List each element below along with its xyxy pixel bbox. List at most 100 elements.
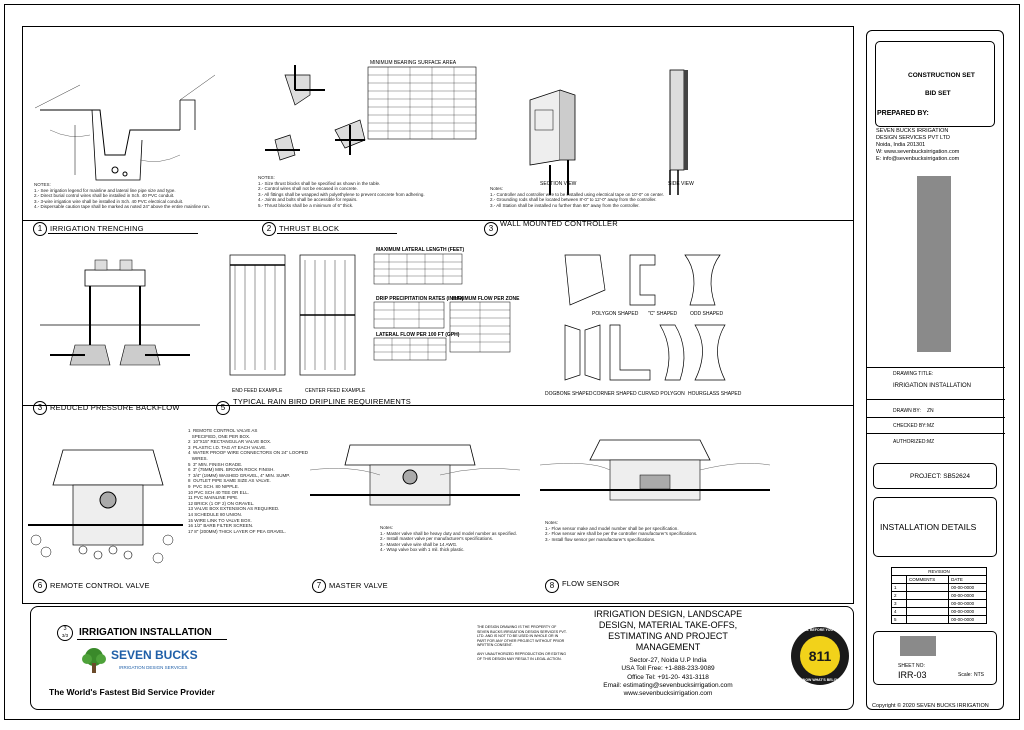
master-valve-drawing [309, 444, 521, 506]
drawing-title-label: DRAWING TITLE: [893, 371, 934, 377]
tb-divider [867, 417, 1005, 418]
service-line: IRRIGATION DESIGN, LANDSCAPE [593, 609, 743, 619]
checked-by-label: CHECKED BY: [893, 423, 927, 429]
company-web: W: www.sevenbucksirrigation.com [876, 149, 960, 155]
rev-date: 00-00-0000 [948, 607, 987, 616]
sheet-title: INSTALLATION DETAILS [880, 522, 977, 532]
company-email: E: info@sevenbucksirrigation.com [876, 156, 960, 162]
lateral-flow-table [373, 337, 447, 361]
title-underline [48, 233, 198, 234]
rev-num: 5 [891, 615, 907, 624]
detail-number-circle: 5 [216, 401, 230, 415]
sheet-no: IRR-03 [898, 670, 927, 680]
title-underline [277, 233, 397, 234]
detail-title: REMOTE CONTROL VALVE [50, 581, 150, 590]
authorized: MZ [927, 439, 935, 445]
trenching-notes: NOTES: 1.- See irrigation legend for mai… [34, 182, 210, 210]
services-block: IRRIGATION DESIGN, LANDSCAPE DESIGN, MAT… [579, 609, 757, 698]
company-name2: DESIGN SERVICES PVT LTD [876, 135, 950, 141]
sheet-no-label: SHEET NO: [898, 663, 925, 669]
lateral-table-title: MAXIMUM LATERAL LENGTH (FEET) [376, 247, 465, 253]
sheet-logo-placeholder [900, 636, 936, 656]
flow-sensor-notes: Notes: 1.- Flow sensor make and model nu… [545, 520, 698, 542]
badge-bottom-text: KNOW WHAT'S BELOW [800, 678, 840, 682]
disclaimer-block: THE DESIGN DRAWING IS THE PROPERTY OF SE… [477, 625, 567, 705]
detail-number-circle: 2 [262, 222, 276, 236]
construction-set-box: CONSTRUCTION SET BID SET [875, 41, 995, 127]
sheet-title-box: INSTALLATION DETAILS [873, 497, 997, 557]
rev-num: 2 [891, 591, 907, 600]
row-divider [22, 405, 854, 406]
website-link[interactable]: www.sevenbucksirrigation.com [623, 690, 713, 698]
detail-number-circle: 1 [33, 222, 47, 236]
thrust-block-drawing [265, 65, 366, 161]
thrust-table-title: MINIMUM BEARING SURFACE AREA [370, 60, 457, 66]
detail-title: FLOW SENSOR [562, 579, 620, 588]
rev-num: 4 [891, 607, 907, 616]
lateral-table [373, 253, 463, 285]
project-box: PROJECT: SB52624 [873, 463, 997, 489]
company-city: Noida, India 201301 [876, 142, 926, 148]
sheet-index-circle: 3 3/3 [57, 625, 73, 641]
revision-label: REVISION [891, 567, 987, 576]
detail-number-circle: 3 [484, 222, 498, 236]
precip-table [373, 301, 445, 329]
rev-date: 00-00-0000 [948, 615, 987, 624]
dogbone-label: DOGBONE SHAPED [545, 391, 593, 397]
thrust-table [367, 66, 477, 140]
detail-title: REDUCED PRESSURE BACKFLOW [50, 403, 180, 412]
dripline-shapes [564, 254, 726, 381]
center-feed-label: CENTER FEED EXAMPLE [305, 388, 366, 394]
polygon-label: POLYGON SHAPED [592, 311, 639, 317]
section-view-label: SECTION VIEW [540, 181, 577, 187]
precip-table-title: DRIP PRECIPITATION RATES (IN/HR) [376, 296, 464, 302]
tb-divider [867, 367, 1005, 368]
tree-logo-icon [82, 648, 106, 673]
detail-number-circle: 7 [312, 579, 326, 593]
thrust-notes: NOTES: 1.- Size thrust blocks shall be s… [258, 175, 425, 208]
trenching-drawing [34, 74, 216, 181]
maxflow-table-title: MAXIMUM FLOW PER ZONE [452, 296, 520, 302]
footer-banner: 3 3/3 IRRIGATION INSTALLATION SEVEN BUCK… [30, 606, 854, 710]
email-link[interactable]: Email: estimating@sevenbucksirrigation.c… [603, 681, 733, 689]
project-number: PROJECT: SB52624 [910, 473, 970, 480]
set-title: CONSTRUCTION SET [908, 72, 975, 79]
brand-subtitle: IRRIGATION DESIGN SERVICES [119, 665, 188, 670]
usa-phone: USA Toll Free: +1-888-233-9089 [621, 665, 715, 673]
service-line: ESTIMATING AND PROJECT [608, 631, 728, 641]
detail-title: MASTER VALVE [329, 581, 388, 590]
tb-divider [867, 399, 1005, 400]
side-view-label: SIDE VIEW [668, 181, 694, 187]
sheet-total: 3/3 [61, 633, 69, 638]
bid-set: BID SET [925, 90, 951, 97]
brand-name: SEVEN BUCKS [111, 648, 198, 662]
badge-inner: 811 [800, 636, 840, 676]
detail-title: IRRIGATION TRENCHING [50, 224, 144, 233]
maxflow-table [449, 301, 511, 353]
scale: NTS [974, 672, 984, 678]
company-name: SEVEN BUCKS IRRIGATION [876, 128, 949, 134]
rev-date: 00-00-0000 [948, 599, 987, 608]
rev-num: 3 [891, 599, 907, 608]
service-line: DESIGN, MATERIAL TAKE-OFFS, [598, 620, 738, 630]
master-valve-notes: Notes: 1.- Master valve shall be heavy d… [380, 525, 517, 553]
badge-number: 811 [808, 648, 832, 664]
logo-placeholder [917, 176, 951, 352]
sheet-number-box: SHEET NO: IRR-03 Scale: NTS [873, 631, 997, 685]
office-phone: Office Tel: +91-20- 431-3118 [627, 673, 709, 681]
prepared-by-label: PREPARED BY: [877, 110, 929, 117]
curved-label: CURVED POLYGON [638, 391, 685, 397]
row-divider [22, 220, 854, 221]
checked-by: MZ [927, 423, 935, 429]
lateral-flow-table-title: LATERAL FLOW PER 100 FT (GPH) [376, 332, 460, 338]
scale-label: Scale: [958, 672, 972, 678]
tagline: The World's Fastest Bid Service Provider [49, 687, 215, 697]
detail-title: THRUST BLOCK [279, 224, 340, 233]
sheet-index: 3 [63, 626, 67, 632]
detail-number-circle: 8 [545, 579, 559, 593]
rev-comments-label: COMMENTS [905, 575, 950, 584]
authorized-label: AUTHORIZED: [893, 439, 927, 445]
disclaimer: THE DESIGN DRAWING IS THE PROPERTY OF SE… [477, 625, 567, 648]
end-feed-label: END FEED EXAMPLE [232, 388, 283, 394]
banner-underline [77, 639, 227, 640]
